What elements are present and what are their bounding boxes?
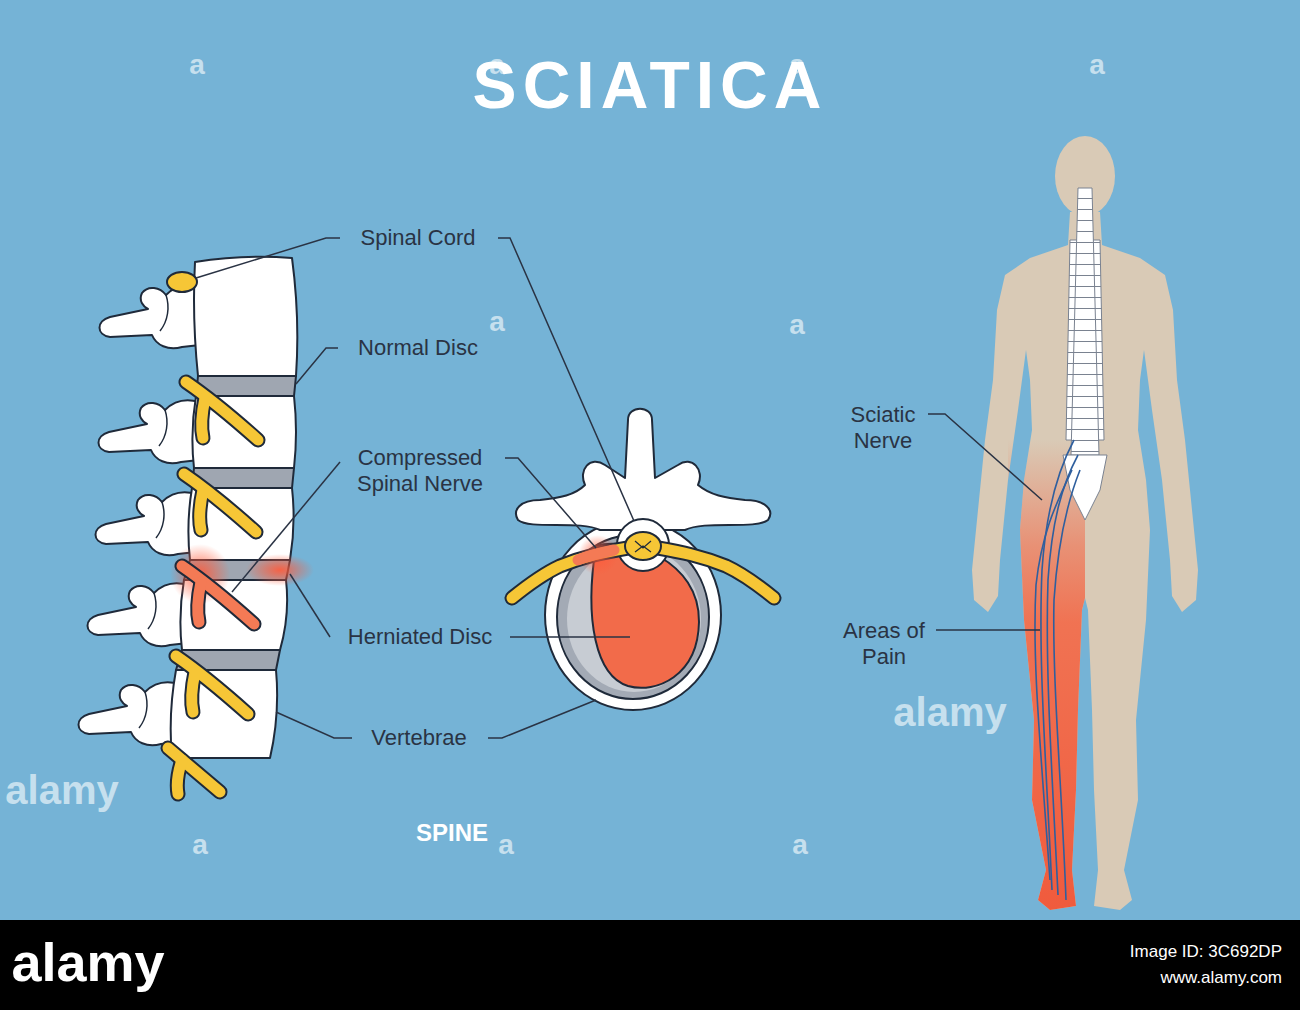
nerve-root: [658, 548, 774, 598]
compressed-nerve: [578, 550, 614, 560]
footer-text: Image ID: 3C692DP: [1130, 942, 1282, 962]
nerve-root: [184, 474, 256, 532]
leader-line: [276, 712, 352, 738]
compression-glow: [578, 535, 618, 575]
nerve-root: [192, 672, 195, 712]
leader-line: [232, 462, 340, 592]
spinal-cord: [635, 541, 651, 552]
section-heading: SPINE: [416, 819, 488, 848]
part-label: Areas of Pain: [834, 618, 934, 671]
nerve-root: [168, 382, 258, 794]
nerve-root: [198, 582, 201, 622]
nerve-root: [182, 566, 254, 624]
leader-line: [505, 458, 596, 548]
leader-line: [290, 574, 330, 637]
sacrum: [1063, 455, 1107, 520]
vertebra-body: [171, 257, 298, 758]
compressed-nerve: [182, 566, 254, 624]
sciatic-nerve: [1054, 470, 1080, 900]
compressed-nerve: [198, 582, 201, 622]
nerve-root: [200, 490, 203, 530]
nerve-root: [168, 382, 258, 794]
nerve-root: [184, 474, 256, 532]
disc: [176, 376, 296, 670]
compressed-nerve: [182, 566, 254, 624]
part-label: Normal Disc: [358, 335, 478, 361]
nerve-root: [177, 760, 182, 794]
vertebra-cross-section: [512, 409, 774, 710]
leader-line: [510, 636, 630, 638]
watermark: a: [489, 305, 505, 339]
part-label: Compressed Spinal Nerve: [335, 445, 505, 498]
nerve-root: [177, 760, 182, 794]
leader-line: [498, 238, 634, 521]
nerve-root: [176, 656, 248, 714]
nerve-root: [202, 398, 205, 438]
vertebra-process: [88, 583, 189, 646]
nerve-root: [512, 548, 628, 598]
footer-bar: [0, 920, 1300, 1010]
leader-line: [196, 238, 340, 278]
part-label: Herniated Disc: [348, 624, 492, 650]
vertebra-process: [99, 400, 200, 463]
diagram-title: SCIATICA: [473, 46, 828, 125]
watermark: a: [1089, 48, 1105, 82]
watermark: a: [489, 48, 505, 82]
spinal-canal: [617, 519, 669, 571]
spinal-cord: [167, 272, 197, 292]
leader-line: [928, 414, 1042, 500]
leader-line: [296, 348, 338, 384]
watermark: a: [792, 828, 808, 862]
vertebra-body: [171, 670, 277, 758]
footer-text: www.alamy.com: [1160, 968, 1282, 988]
watermark: a: [789, 48, 805, 82]
vertebra-process: [96, 492, 197, 555]
nerve-root: [202, 398, 205, 438]
footer-logo: alamy: [11, 930, 164, 995]
human-figure: [972, 136, 1198, 920]
vertebra-process: [100, 285, 201, 348]
pain-area: [1008, 440, 1085, 920]
sciatic-nerve: [1035, 440, 1080, 900]
spine-column: [1071, 188, 1099, 455]
vertebral-arch: [516, 409, 770, 530]
vertebra-process: [79, 682, 180, 745]
nerve-root: [186, 382, 258, 440]
part-label: Vertebrae: [371, 725, 466, 751]
part-label: Sciatic Nerve: [833, 402, 933, 455]
nerve-root: [200, 490, 203, 530]
watermark: a: [189, 48, 205, 82]
watermark: alamy: [893, 688, 1006, 736]
sciatic-nerve: [1035, 470, 1072, 880]
nerve-root: [176, 656, 248, 714]
spinal-cord: [625, 532, 661, 560]
nerve-root: [168, 382, 258, 794]
leader-line: [488, 700, 596, 738]
herniation-glow: [246, 554, 314, 586]
watermark: a: [498, 828, 514, 862]
nerve-root: [658, 548, 774, 598]
nerve-root: [186, 382, 258, 440]
watermark: a: [192, 828, 208, 862]
nerve-root: [192, 672, 195, 712]
leader-line: [196, 238, 1042, 738]
watermark: a: [789, 308, 805, 342]
part-label: Spinal Cord: [361, 225, 476, 251]
leader-line: [936, 629, 1040, 631]
nerve-root: [512, 548, 628, 598]
watermark: alamy: [5, 766, 118, 814]
